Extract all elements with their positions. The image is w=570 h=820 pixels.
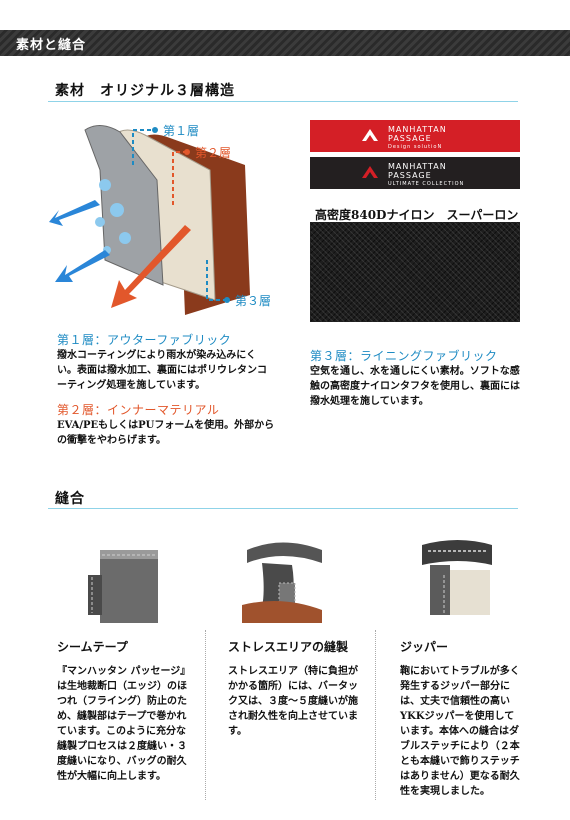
layer1-heading: 第１層：アウターファブリック: [57, 333, 232, 347]
column-divider: [375, 630, 376, 800]
layer1-text: 撥水コーティングにより雨水が染み込みにくい。表面は撥水加工、裏面にはポリウレタン…: [57, 350, 267, 391]
section-header-title: 素材と縫合: [16, 38, 87, 53]
material-section-rule: [48, 101, 518, 102]
layer2-text: EVA/PEもしくはPUフォームを使用。外部からの衝撃をやわらげます。: [57, 420, 275, 446]
zipper-title: ジッパー: [400, 640, 449, 654]
water-drop: [99, 179, 111, 191]
seam-tape-image: [80, 545, 160, 625]
layer3-heading: 第３層：ライニングファブリック: [310, 349, 498, 363]
stress-area-title: ストレスエリアの縫製: [228, 640, 349, 654]
diagram-label-layer1: 第１層: [163, 124, 200, 138]
layer2-heading: 第２層：インナーマテリアル: [57, 403, 220, 417]
sewing-section-rule: [48, 508, 518, 509]
seam-tape-text: 『マンハッタン パッセージ』は生地裁断口（エッジ）のほつれ（フライング）防止のた…: [57, 666, 187, 782]
water-drop: [95, 217, 105, 227]
nylon-caption: 高密度840Dナイロン スーパーロン: [315, 208, 519, 222]
orange-arrow: [111, 225, 191, 308]
layer3-text: 空気を通し、水を通しにくい素材。ソフトな感触の高密度ナイロンタフタを使用し、裏面…: [310, 366, 520, 407]
nylon-fabric-swatch: [310, 222, 520, 322]
column-divider: [205, 630, 206, 800]
diagram-label-layer3: 第３層: [235, 294, 272, 308]
brand-name-red: MANHATTAN PASSAGE: [388, 125, 447, 143]
stress-area-image: [237, 535, 327, 625]
brand-tagline-black: ULTIMATE COLLECTION: [388, 181, 465, 187]
layer1-shape: [84, 125, 164, 286]
zipper-text: 鞄においてトラブルが多く発生するジッパー部分には、丈夫で信頼性の高いYKKジッパ…: [400, 666, 520, 797]
manhattan-passage-logo-icon: [362, 166, 378, 178]
water-drop: [119, 232, 131, 244]
section-header-bar: 素材と縫合: [0, 30, 570, 56]
brand-card-black: MANHATTAN PASSAGE ULTIMATE COLLECTION: [310, 157, 520, 189]
sewing-section-title: 縫合: [55, 491, 85, 507]
brand-tagline-red: Design solutioN: [388, 144, 443, 150]
water-drop: [110, 203, 124, 217]
blue-arrow: [55, 250, 110, 282]
material-section-title: 素材 オリジナル３層構造: [55, 83, 235, 99]
zipper-image: [420, 535, 495, 620]
seam-tape-title: シームテープ: [57, 640, 128, 654]
diagram-label-layer2: 第２層: [195, 146, 232, 160]
brand-card-red: MANHATTAN PASSAGE Design solutioN: [310, 120, 520, 152]
manhattan-passage-logo-icon: [362, 129, 378, 141]
brand-name-black: MANHATTAN PASSAGE: [388, 162, 447, 180]
three-layer-diagram: 第１層 第２層 第３層: [45, 110, 315, 325]
stress-area-text: ストレスエリア（特に負担がかかる箇所）には、バータック又は、３度～５度縫いが施さ…: [228, 666, 358, 737]
blue-arrow: [49, 200, 100, 226]
layer-illustration: [49, 125, 250, 315]
